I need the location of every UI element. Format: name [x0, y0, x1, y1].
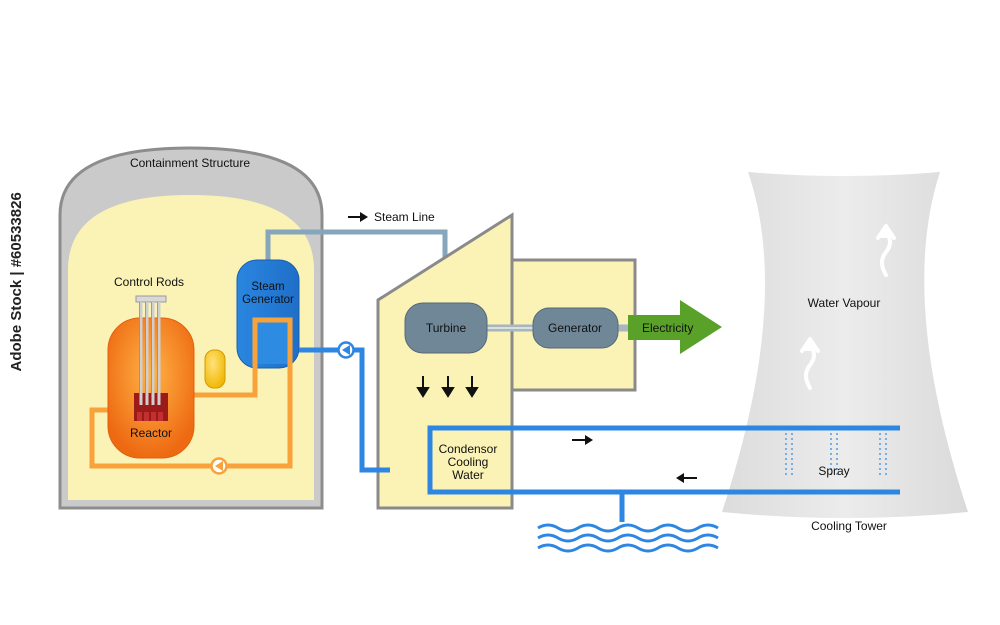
turbine-building [376, 212, 514, 510]
spray-label: Spray [818, 464, 849, 478]
water-vapour-label: Water Vapour [808, 296, 881, 310]
turbine: Turbine [404, 302, 488, 354]
containment-label: Containment Structure [130, 156, 250, 170]
control-rods-label: Control Rods [114, 275, 184, 289]
generator: Generator [532, 307, 619, 349]
turbine-label: Turbine [426, 321, 467, 335]
feedwater-pipe [299, 347, 390, 473]
vapour-arrow-icon [800, 224, 896, 390]
control-rods: Control Rods [114, 275, 184, 405]
generator-label: Generator [548, 321, 602, 335]
condensor-label: Condensor Cooling Water [439, 442, 498, 482]
water-waves-icon [537, 523, 719, 553]
condenser-cooling-loop [427, 425, 900, 495]
fuel-rods [137, 412, 163, 421]
cooling-tower [722, 172, 968, 518]
stock-id-watermark: Adobe Stock | #60533826 [8, 192, 25, 372]
svg-text:Water: Water [452, 468, 484, 482]
flow-right-arrow-icon [572, 435, 593, 445]
steam-line-arrow-icon [348, 212, 368, 222]
primary-pump-icon [210, 457, 228, 475]
flow-left-arrow-icon [676, 473, 697, 483]
svg-text:Condensor: Condensor [439, 442, 498, 456]
condensation-arrows-icon [416, 376, 479, 398]
pressurizer [204, 349, 226, 389]
cooling-tower-label: Cooling Tower [811, 519, 887, 533]
electricity-label: Electricity [642, 321, 693, 335]
electricity-arrow: Electricity [628, 300, 722, 354]
reactor-vessel: Reactor [107, 317, 195, 459]
svg-text:Cooling: Cooling [448, 455, 489, 469]
reactor-label: Reactor [130, 426, 172, 440]
steam-generator-label-line2: Generator [242, 294, 294, 306]
steam-line-label: Steam Line [374, 210, 435, 224]
steam-generator: Steam Generator [236, 259, 300, 369]
feedwater-pump-icon [337, 341, 355, 359]
steam-line-pipe [265, 229, 448, 270]
steam-generator-label-line1: Steam [251, 281, 284, 293]
steam-generator-tube [252, 317, 293, 466]
